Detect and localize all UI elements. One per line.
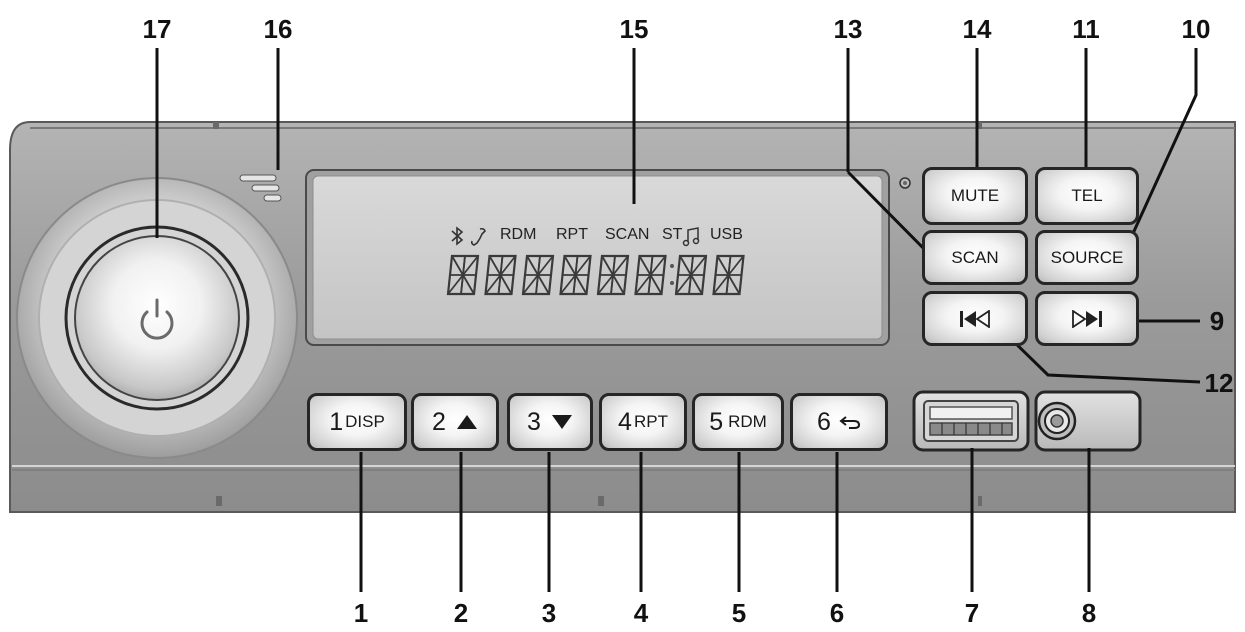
skip-back-icon (960, 309, 990, 328)
preset-3-number: 3 (527, 407, 541, 436)
lcd-digit (712, 254, 745, 296)
status-led-center (903, 181, 907, 185)
preset-5-label: RDM (728, 412, 767, 431)
callout-10: 10 (1181, 14, 1211, 44)
triangle-down-icon (551, 415, 572, 429)
mute-button[interactable]: MUTE (922, 167, 1028, 225)
callout-12: 12 (1204, 368, 1234, 398)
aux-jack-icon[interactable] (1037, 401, 1077, 441)
lcd-digit (596, 254, 630, 296)
preset-1-label: DISP (345, 412, 385, 431)
callout-14: 14 (962, 14, 992, 44)
scan-button-label: SCAN (951, 247, 999, 267)
callout-1: 1 (353, 598, 369, 628)
seam-mark-top-right (978, 122, 982, 129)
indicator-slits (239, 174, 282, 202)
lcd-digit (521, 254, 555, 296)
lcd-digit (484, 254, 517, 296)
preset-6-number: 6 (817, 407, 831, 436)
lcd-digit (446, 254, 480, 296)
lcd-digit (674, 254, 708, 296)
callout-15: 15 (619, 14, 649, 44)
mute-button-label: MUTE (950, 186, 1000, 205)
callout-17: 17 (142, 14, 172, 44)
preset-5-number: 5 (709, 407, 724, 436)
preset-6-back-button[interactable]: 6 (790, 393, 888, 451)
lcd-segment-digits (446, 254, 745, 296)
callout-6: 6 (829, 598, 845, 628)
lcd-indicator-rdm: RDM (500, 226, 537, 243)
callout-9: 9 (1209, 306, 1225, 336)
power-icon (140, 298, 174, 340)
lcd-indicator-usb: USB (710, 226, 743, 243)
preset-4-label: RPT (633, 412, 668, 431)
skip-forward-icon (1072, 309, 1102, 328)
callout-2: 2 (453, 598, 469, 628)
seam-mark-bottom-right (978, 496, 982, 506)
next-track-button[interactable] (1035, 291, 1139, 346)
lcd-indicator-scan: SCAN (605, 226, 650, 243)
usb-port-icon[interactable] (923, 400, 1019, 442)
callout-11: 11 (1072, 14, 1100, 44)
phone-icon (470, 227, 486, 246)
tel-button-label: TEL (1071, 186, 1103, 205)
lcd-indicator-st: ST (662, 226, 683, 243)
preset-2-up-button[interactable]: 2 (411, 393, 499, 451)
tel-button[interactable]: TEL (1035, 167, 1139, 225)
clock-colon (670, 264, 674, 285)
preset-2-number: 2 (432, 407, 446, 436)
source-button[interactable]: SOURCE (1035, 230, 1139, 285)
preset-1-number: 1 (329, 407, 344, 436)
music-note-icon (682, 227, 700, 247)
seam-mark-top (213, 122, 219, 129)
scan-button[interactable]: SCAN (922, 230, 1028, 285)
callout-7: 7 (964, 598, 980, 628)
callout-4: 4 (633, 598, 649, 628)
lcd-display (312, 175, 883, 340)
lcd-indicator-rpt: RPT (556, 226, 588, 243)
previous-track-button[interactable] (922, 291, 1028, 346)
lcd-digit (559, 254, 592, 296)
lcd-digit (634, 254, 667, 296)
power-volume-knob[interactable] (74, 235, 240, 401)
seam-mark-bottom-mid (598, 496, 604, 506)
bluetooth-icon (451, 226, 464, 246)
preset-3-down-button[interactable]: 3 (507, 393, 593, 451)
callout-3: 3 (541, 598, 557, 628)
source-button-label: SOURCE (1050, 247, 1124, 267)
return-arrow-icon (839, 416, 860, 429)
seam-mark-bottom-left (216, 496, 222, 506)
callout-8: 8 (1081, 598, 1097, 628)
callout-5: 5 (731, 598, 747, 628)
triangle-up-icon (456, 415, 477, 429)
preset-4-number: 4 (618, 407, 632, 436)
callout-16: 16 (263, 14, 293, 44)
callout-13: 13 (833, 14, 863, 44)
